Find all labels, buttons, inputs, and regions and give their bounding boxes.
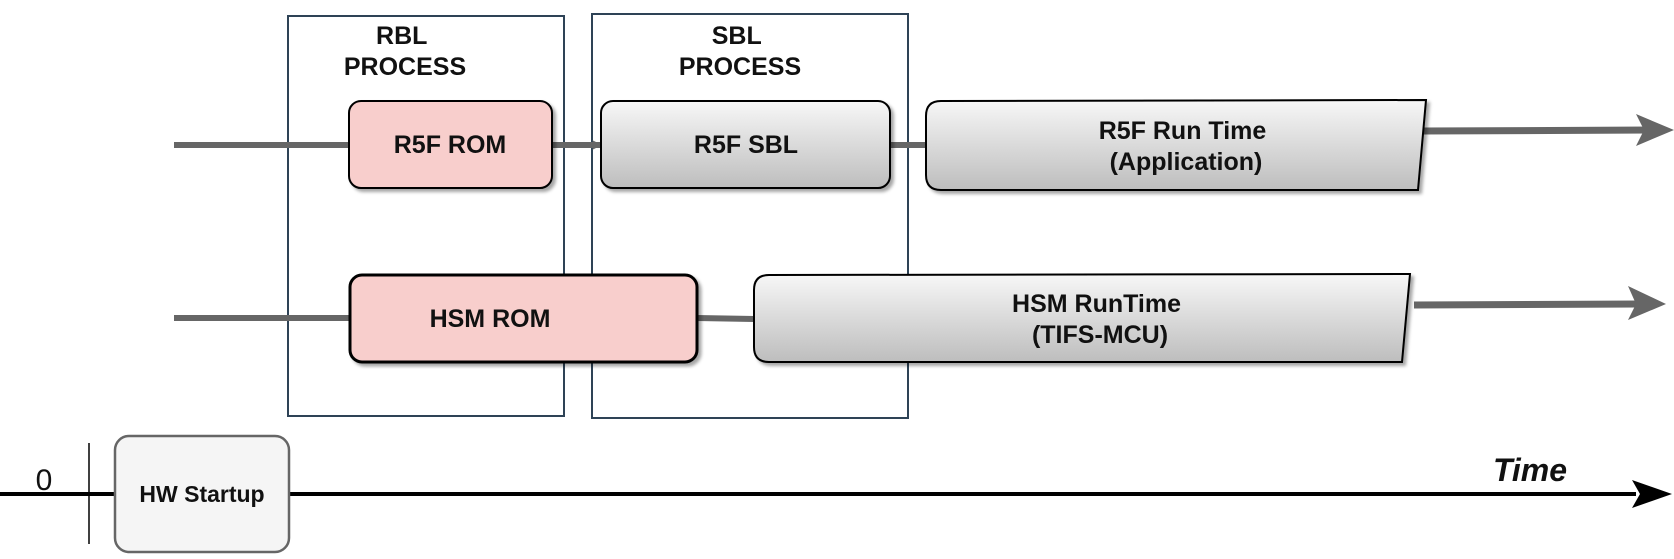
- hsm-runtime-block: HSM RunTime (TIFS-MCU): [753, 272, 1412, 363]
- hsm-rom-block: HSM ROM: [348, 273, 699, 364]
- hw-startup-block: HW Startup: [113, 434, 291, 554]
- time-origin-label: 0: [36, 464, 53, 497]
- r5f-rom-block: R5F ROM: [348, 100, 553, 189]
- r5f-lane-arrow: [1421, 125, 1666, 136]
- rbl-process-label: RBL PROCESS: [344, 22, 466, 81]
- r5f-sbl-block: R5F SBL: [600, 100, 891, 189]
- hsm-rom-to-runtime-connector: [696, 315, 755, 322]
- sbl-process-frame: [591, 13, 909, 419]
- time-axis-label: Time: [1493, 452, 1567, 488]
- r5f-runtime-label: R5F Run Time (Application): [1099, 117, 1274, 176]
- hsm-lane-arrow: [1413, 300, 1641, 309]
- r5f-runtime-block: R5F Run Time (Application): [925, 98, 1428, 191]
- time-axis-arrowhead: [1632, 480, 1672, 508]
- hw-startup-label: HW Startup: [139, 481, 264, 507]
- sbl-process-label: SBL PROCESS: [679, 22, 801, 81]
- hsm-runtime-label: HSM RunTime (TIFS-MCU): [1012, 290, 1188, 349]
- r5f-arrowhead: [1636, 114, 1674, 146]
- hsm-arrowhead: [1628, 286, 1666, 320]
- r5f-rom-label: R5F ROM: [394, 131, 507, 159]
- rbl-process-frame: [287, 15, 565, 417]
- hsm-rom-label: HSM ROM: [430, 305, 551, 333]
- r5f-sbl-label: R5F SBL: [694, 131, 798, 159]
